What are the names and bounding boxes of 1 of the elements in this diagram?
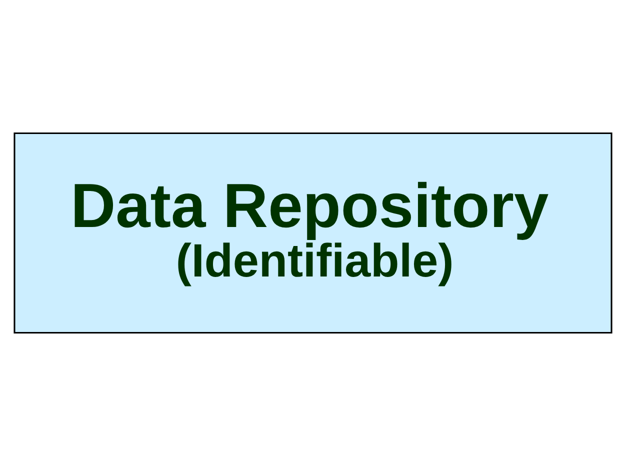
node-box: Data Repository (Identifiable) [14, 132, 612, 334]
